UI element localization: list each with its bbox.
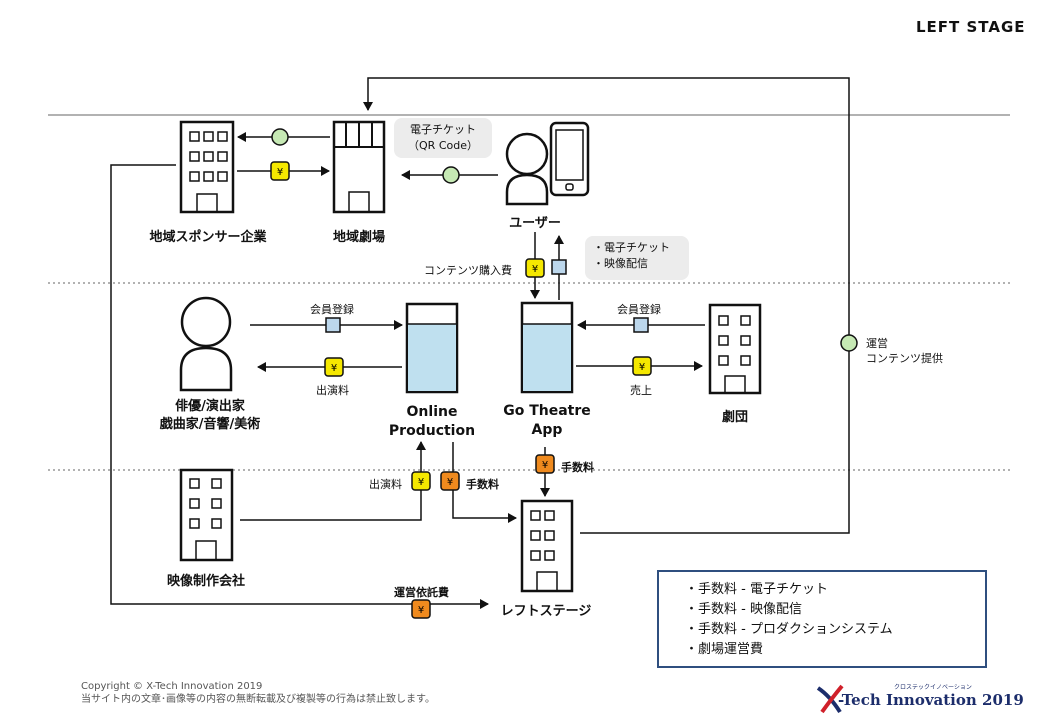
stage-label: LEFT STAGE xyxy=(916,18,1026,36)
point-circle-icon xyxy=(271,128,289,146)
online-production-tank-icon xyxy=(405,302,459,394)
app-label-line1: Go Theatre xyxy=(503,403,591,419)
theater-building-icon xyxy=(332,120,386,214)
yen-badge-icon: ¥ xyxy=(632,356,652,376)
footer-copyright: Copyright © X-Tech Innovation 2019 当サイト内… xyxy=(81,680,435,706)
ticket-square-icon xyxy=(325,317,341,333)
arrow-sponsor-to-leftstage xyxy=(110,164,489,609)
operation-label-line1: 運営 xyxy=(866,337,888,350)
app-bubble-item2: ・映像配信 xyxy=(593,257,648,270)
eticket-bubble-line1: 電子チケット xyxy=(410,123,476,136)
eticket-bubble-line2: （QR Code） xyxy=(408,139,478,152)
sponsor-label: 地域スポンサー企業 xyxy=(149,230,267,245)
yen-badge-icon: ¥ xyxy=(411,471,431,491)
leftstage-label: レフトステージ xyxy=(500,604,592,619)
logo-kana: クロステックイノベーション xyxy=(894,684,972,691)
xtech-logo-mark-icon xyxy=(816,684,844,714)
notice-text: 当サイト内の文章･画像等の内容の無断転載及び複製等の行為は禁止致します。 xyxy=(81,694,435,705)
content-purchase-label: コンテンツ購入費 xyxy=(424,264,512,277)
operation-contract-label: 運営依託費 xyxy=(394,586,449,599)
yen-commission-badge-icon: ¥ xyxy=(535,454,555,474)
yen-commission-badge-icon: ¥ xyxy=(411,599,431,619)
app-content-bubble: ・電子チケット ・映像配信 xyxy=(585,236,689,280)
legend-item: ・劇場運営費 xyxy=(685,642,764,657)
app-bubble-item1: ・電子チケット xyxy=(593,241,670,254)
svg-text:¥: ¥ xyxy=(418,605,424,616)
go-theatre-app-tank-icon xyxy=(520,301,574,394)
video-company-label: 映像制作会社 xyxy=(166,574,245,589)
fee-legend-box: ・手数料 - 電子チケット ・手数料 - 映像配信 ・手数料 - プロダクション… xyxy=(657,570,987,668)
commission-top-label: 手数料 xyxy=(561,461,594,474)
ticket-square-icon xyxy=(633,317,649,333)
sales-label: 売上 xyxy=(630,384,652,397)
xtech-logo: クロステックイノベーション -Tech Innovation 2019 xyxy=(816,682,1024,716)
point-circle-icon xyxy=(840,334,858,352)
user-person-icon xyxy=(505,132,549,206)
video-company-building-icon xyxy=(179,468,234,562)
online-label-line2: Production xyxy=(388,423,476,439)
online-label-line1: Online xyxy=(406,404,458,420)
go-theatre-app-label: Go Theatre App xyxy=(487,402,607,440)
troupe-building-icon xyxy=(708,303,762,395)
yen-commission-badge-icon: ¥ xyxy=(440,471,460,491)
svg-text:¥: ¥ xyxy=(447,477,453,488)
logo-text: -Tech Innovation 2019 xyxy=(838,691,1024,709)
appearance-fee-bottom-label: 出演料 xyxy=(369,478,402,491)
user-label: ユーザー xyxy=(509,216,561,231)
performer-person-icon xyxy=(179,296,233,392)
performer-label-line2: 戯曲家/音響/美術 xyxy=(159,417,261,432)
sponsor-building-icon xyxy=(179,120,235,214)
svg-text:¥: ¥ xyxy=(331,363,337,374)
point-circle-icon xyxy=(442,166,460,184)
theater-label: 地域劇場 xyxy=(332,230,385,245)
svg-text:¥: ¥ xyxy=(532,264,538,275)
svg-text:¥: ¥ xyxy=(639,362,645,373)
online-production-label: Online Production xyxy=(372,403,492,441)
yen-badge-icon: ¥ xyxy=(324,357,344,377)
arrow-video-to-online xyxy=(240,441,426,521)
member-reg-left-label: 会員登録 xyxy=(310,303,354,316)
copyright-text: Copyright © X-Tech Innovation 2019 xyxy=(81,681,263,692)
leftstage-building-icon xyxy=(520,499,574,593)
troupe-label: 劇団 xyxy=(721,410,748,425)
legend-item: ・手数料 - 映像配信 xyxy=(685,602,802,617)
svg-text:¥: ¥ xyxy=(418,477,424,488)
commission-left-label: 手数料 xyxy=(466,478,499,491)
performer-label-line1: 俳優/演出家 xyxy=(175,399,245,414)
operation-label-line2: コンテンツ提供 xyxy=(866,352,943,365)
legend-item: ・手数料 - 電子チケット xyxy=(685,582,828,597)
arrow-leftstage-to-theater-loop xyxy=(363,77,850,534)
app-label-line2: App xyxy=(531,422,563,438)
eticket-bubble: 電子チケット （QR Code） xyxy=(394,118,492,158)
yen-badge-icon: ¥ xyxy=(525,258,545,278)
performer-label: 俳優/演出家 戯曲家/音響/美術 xyxy=(130,398,290,434)
legend-item: ・手数料 - プロダクションシステム xyxy=(685,622,893,637)
ticket-square-icon xyxy=(551,259,567,275)
appearance-fee-top-label: 出演料 xyxy=(316,384,349,397)
member-reg-right-label: 会員登録 xyxy=(617,303,661,316)
svg-text:¥: ¥ xyxy=(277,167,283,178)
smartphone-icon xyxy=(549,121,590,197)
arrow-online-to-leftstage xyxy=(452,442,517,523)
yen-badge-icon: ¥ xyxy=(270,161,290,181)
operation-label: 運営 コンテンツ提供 xyxy=(866,336,943,366)
svg-text:¥: ¥ xyxy=(542,460,548,471)
